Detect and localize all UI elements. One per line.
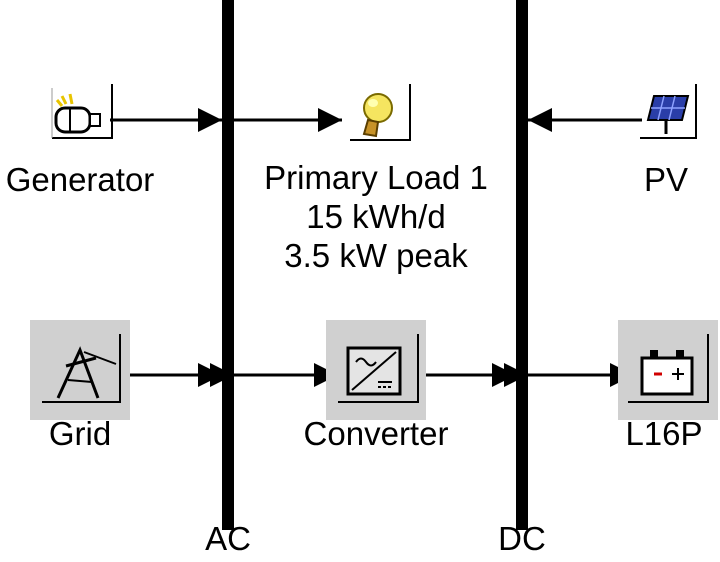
dc-bus[interactable] <box>516 0 528 530</box>
pv-label: PV <box>644 161 688 198</box>
battery-icon <box>628 334 709 403</box>
battery-component[interactable]: L16P <box>618 320 718 452</box>
grid-tower-icon <box>42 334 121 403</box>
connections <box>98 108 642 387</box>
primary-load-component[interactable]: Primary Load 1 15 kWh/d 3.5 kW peak <box>264 84 488 274</box>
grid-label: Grid <box>49 415 111 452</box>
pv-component[interactable]: PV <box>640 84 697 198</box>
primary-load-label: Primary Load 1 <box>264 159 488 196</box>
ac-bus-label: AC <box>205 520 251 557</box>
grid-component[interactable]: Grid <box>30 320 130 452</box>
generator-component[interactable]: Generator <box>6 84 155 198</box>
generator-label: Generator <box>6 161 155 198</box>
solar-panel-icon <box>640 84 697 139</box>
battery-label: L16P <box>625 415 702 452</box>
converter-label: Converter <box>304 415 449 452</box>
ac-bus[interactable] <box>222 0 234 530</box>
dc-bus-label: DC <box>498 520 546 557</box>
grid-icon-frame <box>30 320 130 420</box>
primary-load-energy: 15 kWh/d <box>306 198 445 235</box>
light-bulb-icon <box>350 84 411 141</box>
converter-icon <box>338 334 419 403</box>
generator-icon <box>51 84 113 139</box>
primary-load-peak: 3.5 kW peak <box>284 237 468 274</box>
converter-component[interactable]: Converter <box>304 320 449 452</box>
